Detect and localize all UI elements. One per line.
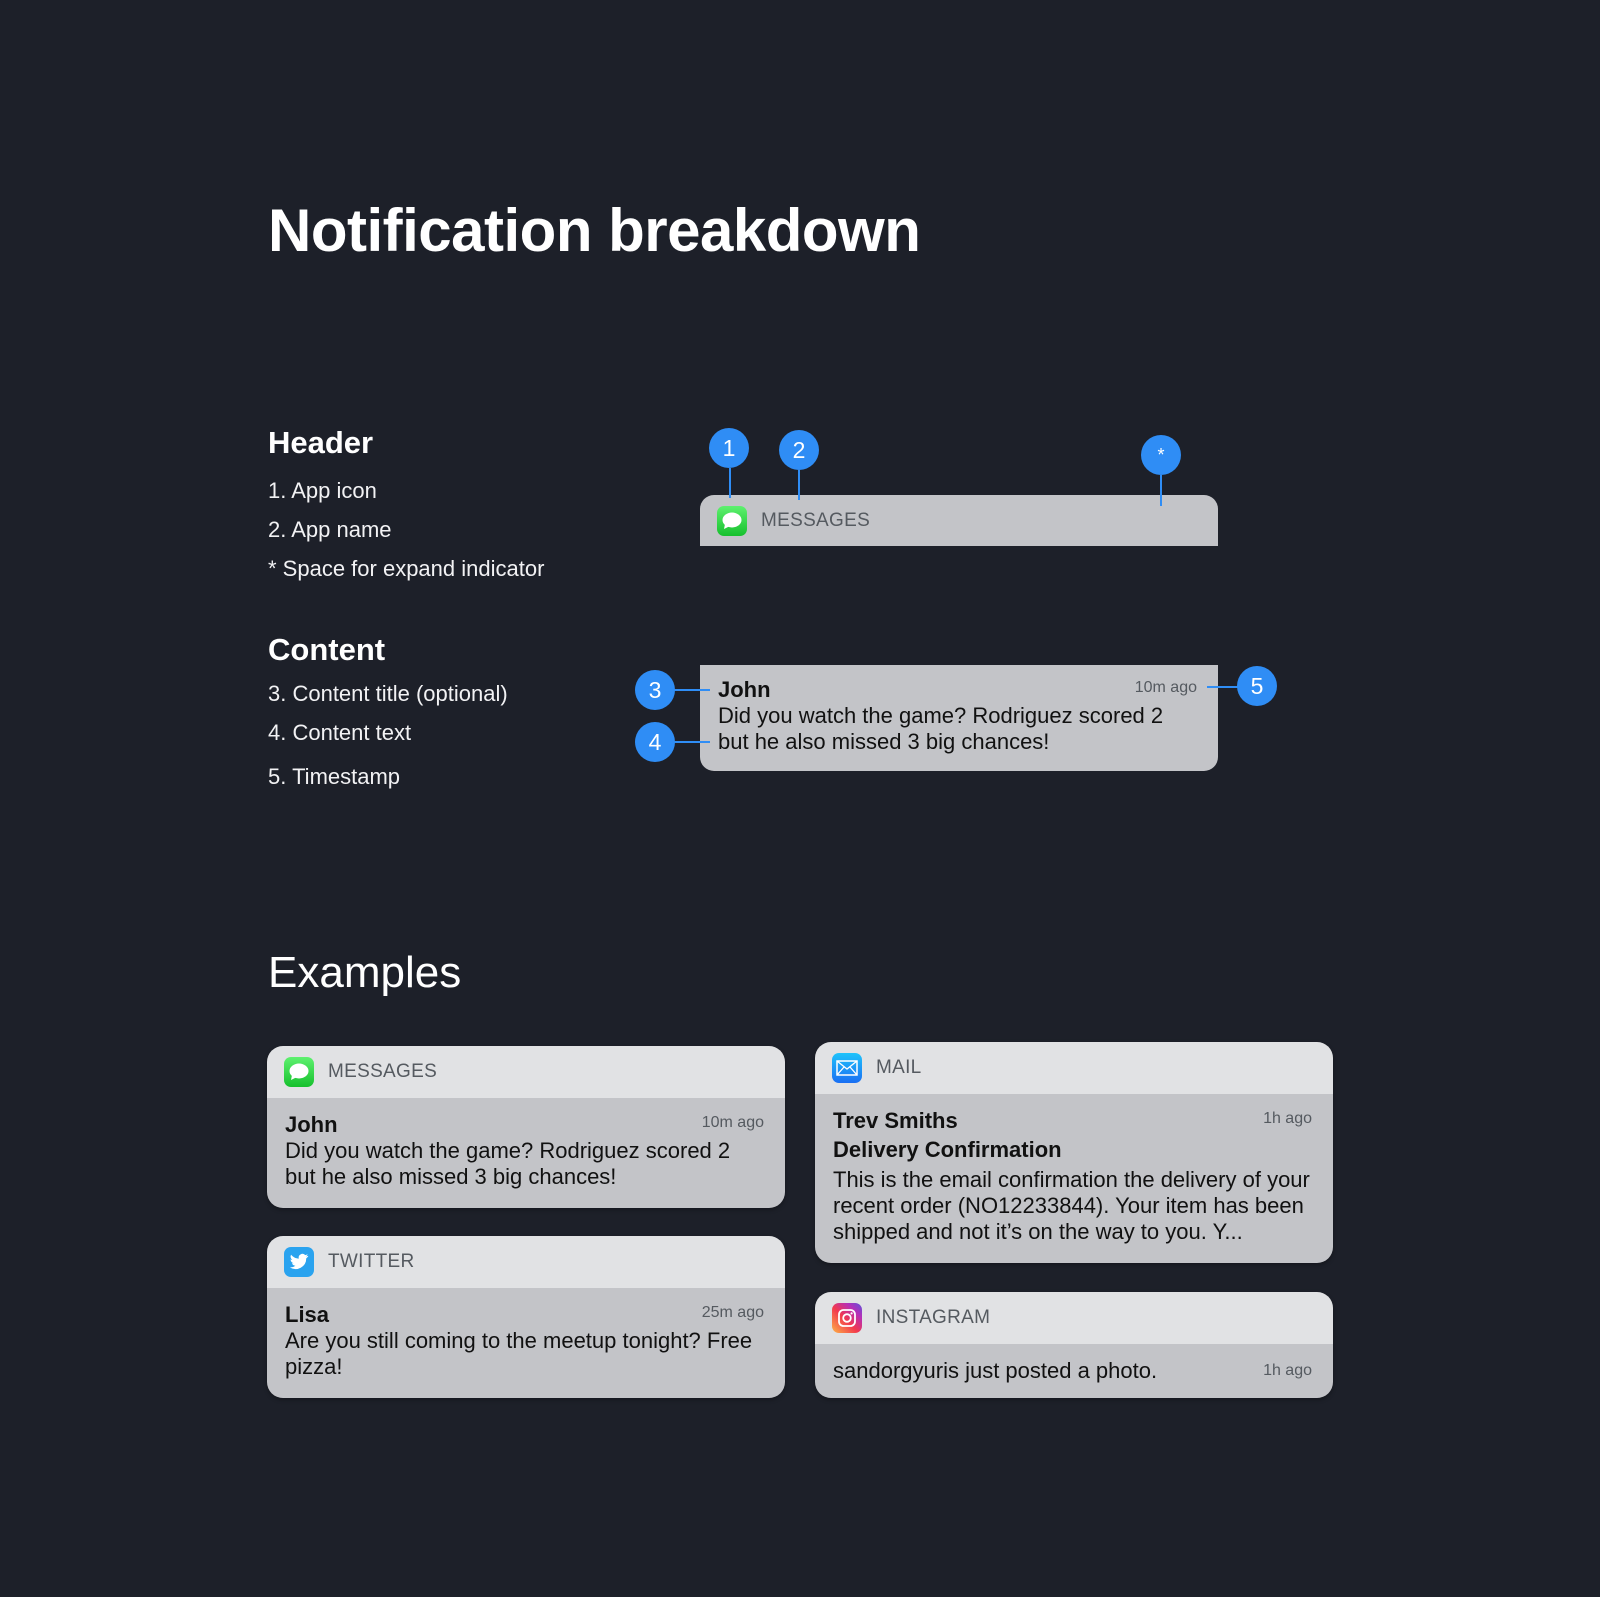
app-name: MESSAGES [328,1061,438,1082]
callout-badge-3: 3 [635,670,675,710]
callout-badge-5: 5 [1237,666,1277,706]
legend-item: 4. Content text [268,720,412,745]
notification-instagram[interactable]: INSTAGRAM sandorgyuris just posted a pho… [815,1292,1333,1398]
content-title: John [285,1112,338,1137]
content-title: Trev Smiths [833,1108,958,1133]
legend-item: 3. Content title (optional) [268,681,508,706]
callout-badge-1: 1 [709,428,749,468]
legend-item: 1. App icon [268,478,377,503]
content-text: sandorgyuris just posted a photo. [833,1358,1158,1383]
timestamp: 10m ago [701,1114,764,1131]
content-text: Did you watch the game? Rodriguez scored… [718,703,1164,754]
legend-item: 5. Timestamp [268,764,401,789]
notification-messages[interactable]: MESSAGES John Did you watch the game? Ro… [267,1046,785,1208]
content-text: This is the email confirmation the deliv… [833,1167,1310,1244]
content-title: John [718,677,771,702]
legend-item: 2. App name [268,517,392,542]
content-text: Did you watch the game? Rodriguez scored… [285,1138,731,1189]
app-name: MESSAGES [761,509,871,531]
messages-icon [717,505,747,536]
header-legend-heading: Header [268,425,374,460]
callout-badge-4: 4 [635,722,675,762]
app-name: TWITTER [328,1251,415,1272]
callout-badge-2: 2 [779,430,819,470]
callout-badge-expand: * [1141,435,1181,475]
breakdown-content-card: John Did you watch the game? Rodriguez s… [700,665,1218,771]
page-title: Notification breakdown [268,197,921,264]
timestamp: 25m ago [701,1304,764,1321]
timestamp: 1h ago [1263,1362,1312,1379]
content-legend-heading: Content [268,632,386,667]
content-text: Are you still coming to the meetup tonig… [285,1328,753,1379]
timestamp: 1h ago [1263,1110,1312,1127]
notification-twitter[interactable]: TWITTER Lisa Are you still coming to the… [267,1236,785,1398]
content-subtitle: Delivery Confirmation [833,1137,1062,1162]
timestamp: 10m ago [1134,679,1197,696]
legend-item: * Space for expand indicator [268,556,545,581]
notification-mail[interactable]: MAIL Trev Smiths Delivery Confirmation T… [815,1042,1333,1263]
mail-icon [832,1053,862,1083]
examples-heading: Examples [268,948,462,997]
breakdown-header-card: MESSAGES [700,495,1218,546]
instagram-icon [832,1303,862,1333]
messages-icon [284,1057,314,1087]
twitter-icon [284,1247,314,1277]
app-name: INSTAGRAM [876,1307,991,1328]
app-name: MAIL [876,1057,922,1078]
content-title: Lisa [285,1302,330,1327]
